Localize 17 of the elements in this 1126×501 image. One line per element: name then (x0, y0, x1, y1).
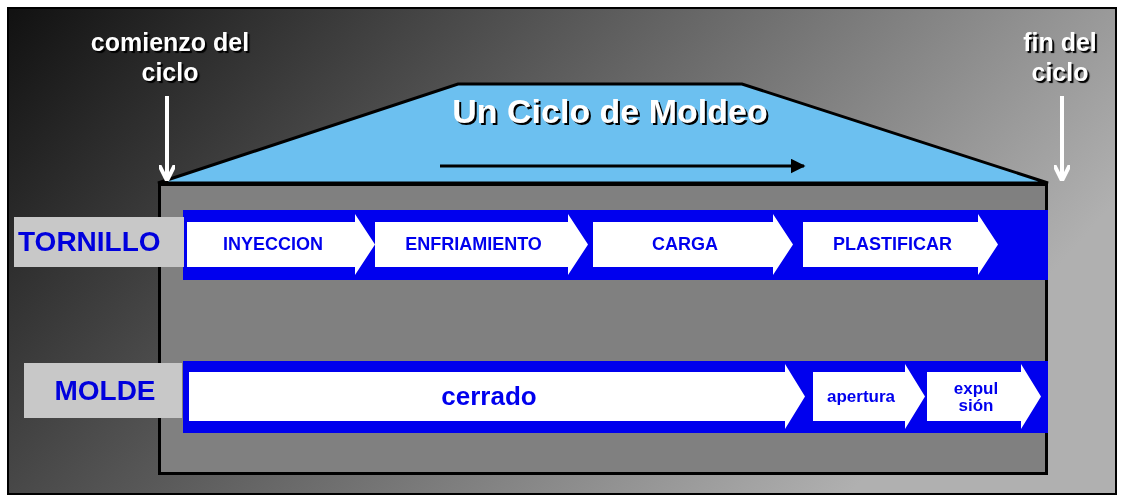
title: Un Ciclo de Moldeo (451, 92, 769, 131)
cycle-box (158, 183, 1048, 475)
caption-text: comienzo del ciclo (89, 27, 251, 87)
row-label: MOLDE (54, 374, 156, 407)
timeline-bar (183, 210, 1048, 280)
timeline-bar (183, 361, 1048, 433)
step-label: expul sión (952, 379, 1000, 414)
step-label: CARGA (652, 234, 719, 255)
caption-text: fin del ciclo (1022, 27, 1098, 87)
step-label: PLASTIFICAR (833, 234, 953, 255)
step-label: INYECCION (223, 234, 324, 255)
arrow (157, 96, 177, 183)
row-label: TORNILLO (18, 226, 161, 258)
step-label: ENFRIAMIENTO (405, 234, 543, 255)
step-label: apertura (827, 386, 896, 407)
step-label: cerrado (441, 381, 538, 412)
arrow (1052, 96, 1072, 183)
